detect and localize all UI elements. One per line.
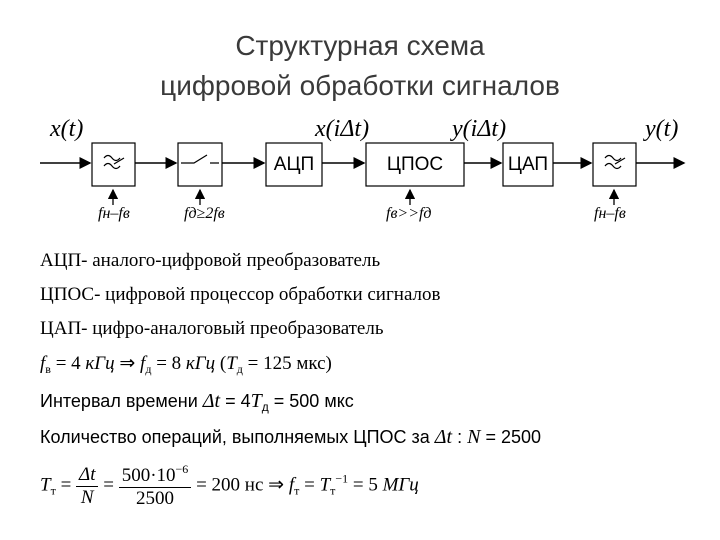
title-line-1: Структурная схема (235, 30, 485, 61)
filter-in-block (91, 142, 136, 187)
adc-block (265, 142, 323, 187)
signal-sampled-label: x(iΔt) (315, 116, 370, 142)
signal-processed-label: y(iΔt) (452, 116, 507, 142)
signal-output-label: y(t) (645, 116, 679, 142)
switch-icon (181, 154, 219, 164)
title-line-2: цифровой обработки сигналов (160, 70, 560, 101)
filter-in-band-label: fн–fв (98, 205, 130, 222)
definition-adc: АЦП- аналого-цифровой преобразователь (40, 250, 381, 271)
dac-label: ЦАП (507, 153, 549, 175)
formula-frequencies: fв = 4 кГц ⇒ fд = 8 кГц (Tд = 125 мкс) (40, 353, 332, 376)
dsp-block (365, 142, 465, 187)
definition-dac: ЦАП- цифро-аналоговый преобразователь (40, 318, 384, 339)
filter-in-icon (103, 154, 121, 170)
dsp-clock-label: fв>>fд (386, 205, 432, 222)
formula-operations: Количество операций, выполняемых ЦПОС за… (40, 426, 541, 448)
adc-label: АЦП (273, 153, 315, 175)
filter-out-band-label: fн–fв (594, 205, 626, 222)
filter-out-icon (604, 154, 622, 170)
sampler-freq-label: fд≥2fв (184, 205, 225, 222)
definition-dsp: ЦПОС- цифровой процессор обработки сигна… (40, 284, 441, 305)
formula-interval: Интервал времени Δt = 4Tд = 500 мкс (40, 390, 354, 414)
filter-out-block (592, 142, 637, 187)
dac-block (502, 142, 554, 187)
dsp-label: ЦПОС (386, 153, 444, 175)
signal-input-label: x(t) (50, 116, 84, 142)
sampler-block (177, 142, 223, 187)
